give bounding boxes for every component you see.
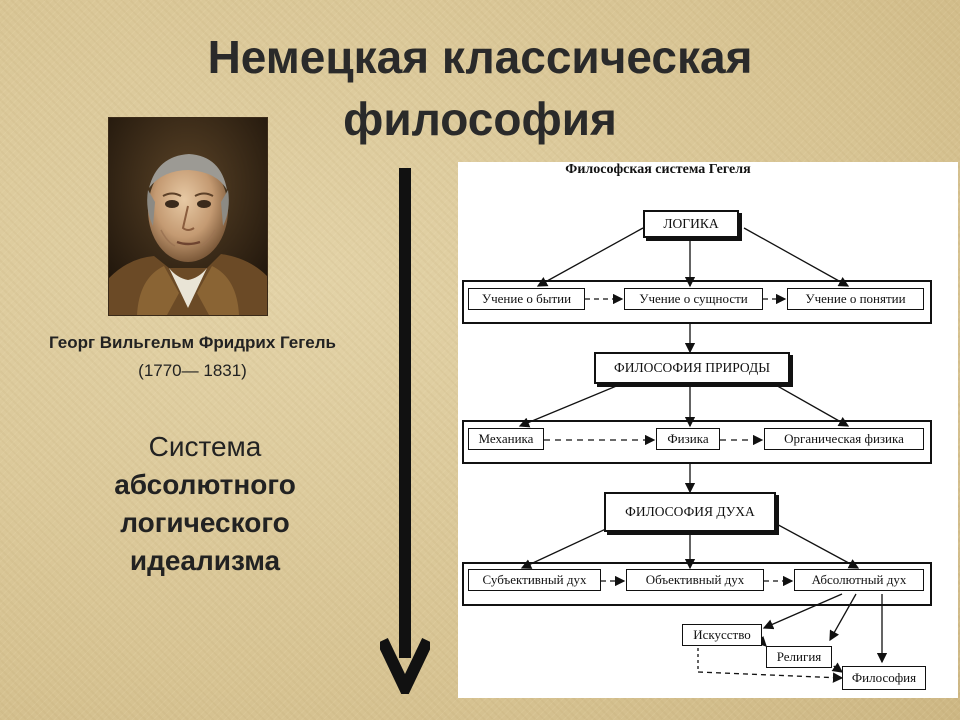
node-absolute-spirit: Абсолютный дух <box>794 569 924 591</box>
node-philosophy-of-nature: ФИЛОСОФИЯ ПРИРОДЫ <box>594 352 790 384</box>
diagram-title: Философская система Гегеля <box>565 162 751 177</box>
author-name: Георг Вильгельм Фридрих Гегель <box>48 333 337 352</box>
system-caption: Система абсолютного логического идеализм… <box>60 428 350 580</box>
node-mechanics: Механика <box>468 428 544 450</box>
node-organic-physics: Органическая физика <box>764 428 924 450</box>
node-philosophy: Философия <box>842 666 926 690</box>
node-religion: Религия <box>766 646 832 668</box>
group-logic <box>462 280 932 324</box>
title-line-1: Немецкая классическая <box>207 31 753 83</box>
group-nature <box>462 420 932 464</box>
node-logic: ЛОГИКА <box>643 210 739 238</box>
node-essence: Учение о сущности <box>624 288 763 310</box>
node-art: Искусство <box>682 624 762 646</box>
title-line-2: философия <box>343 93 617 145</box>
node-subjective-spirit: Субъективный дух <box>468 569 601 591</box>
diagram-connectors <box>518 227 888 683</box>
node-physics: Физика <box>656 428 720 450</box>
group-spirit <box>462 562 932 606</box>
system-line-4: идеализма <box>129 545 281 576</box>
node-objective-spirit: Объективный дух <box>626 569 764 591</box>
slide-title: Немецкая классическая философия <box>140 26 820 150</box>
node-philosophy-of-spirit: ФИЛОСОФИЯ ДУХА <box>604 492 776 532</box>
hegel-system-diagram: Философская система Гегеля <box>458 162 958 698</box>
system-line-1: Система <box>148 431 262 462</box>
node-being: Учение о бытии <box>468 288 585 310</box>
system-line-2: абсолютного <box>114 469 296 500</box>
timeline-down-arrow <box>380 168 430 694</box>
hegel-portrait <box>108 117 268 316</box>
node-concept: Учение о понятии <box>787 288 924 310</box>
author-years: (1770— 1831) <box>138 361 247 380</box>
system-line-3: логического <box>120 507 290 538</box>
